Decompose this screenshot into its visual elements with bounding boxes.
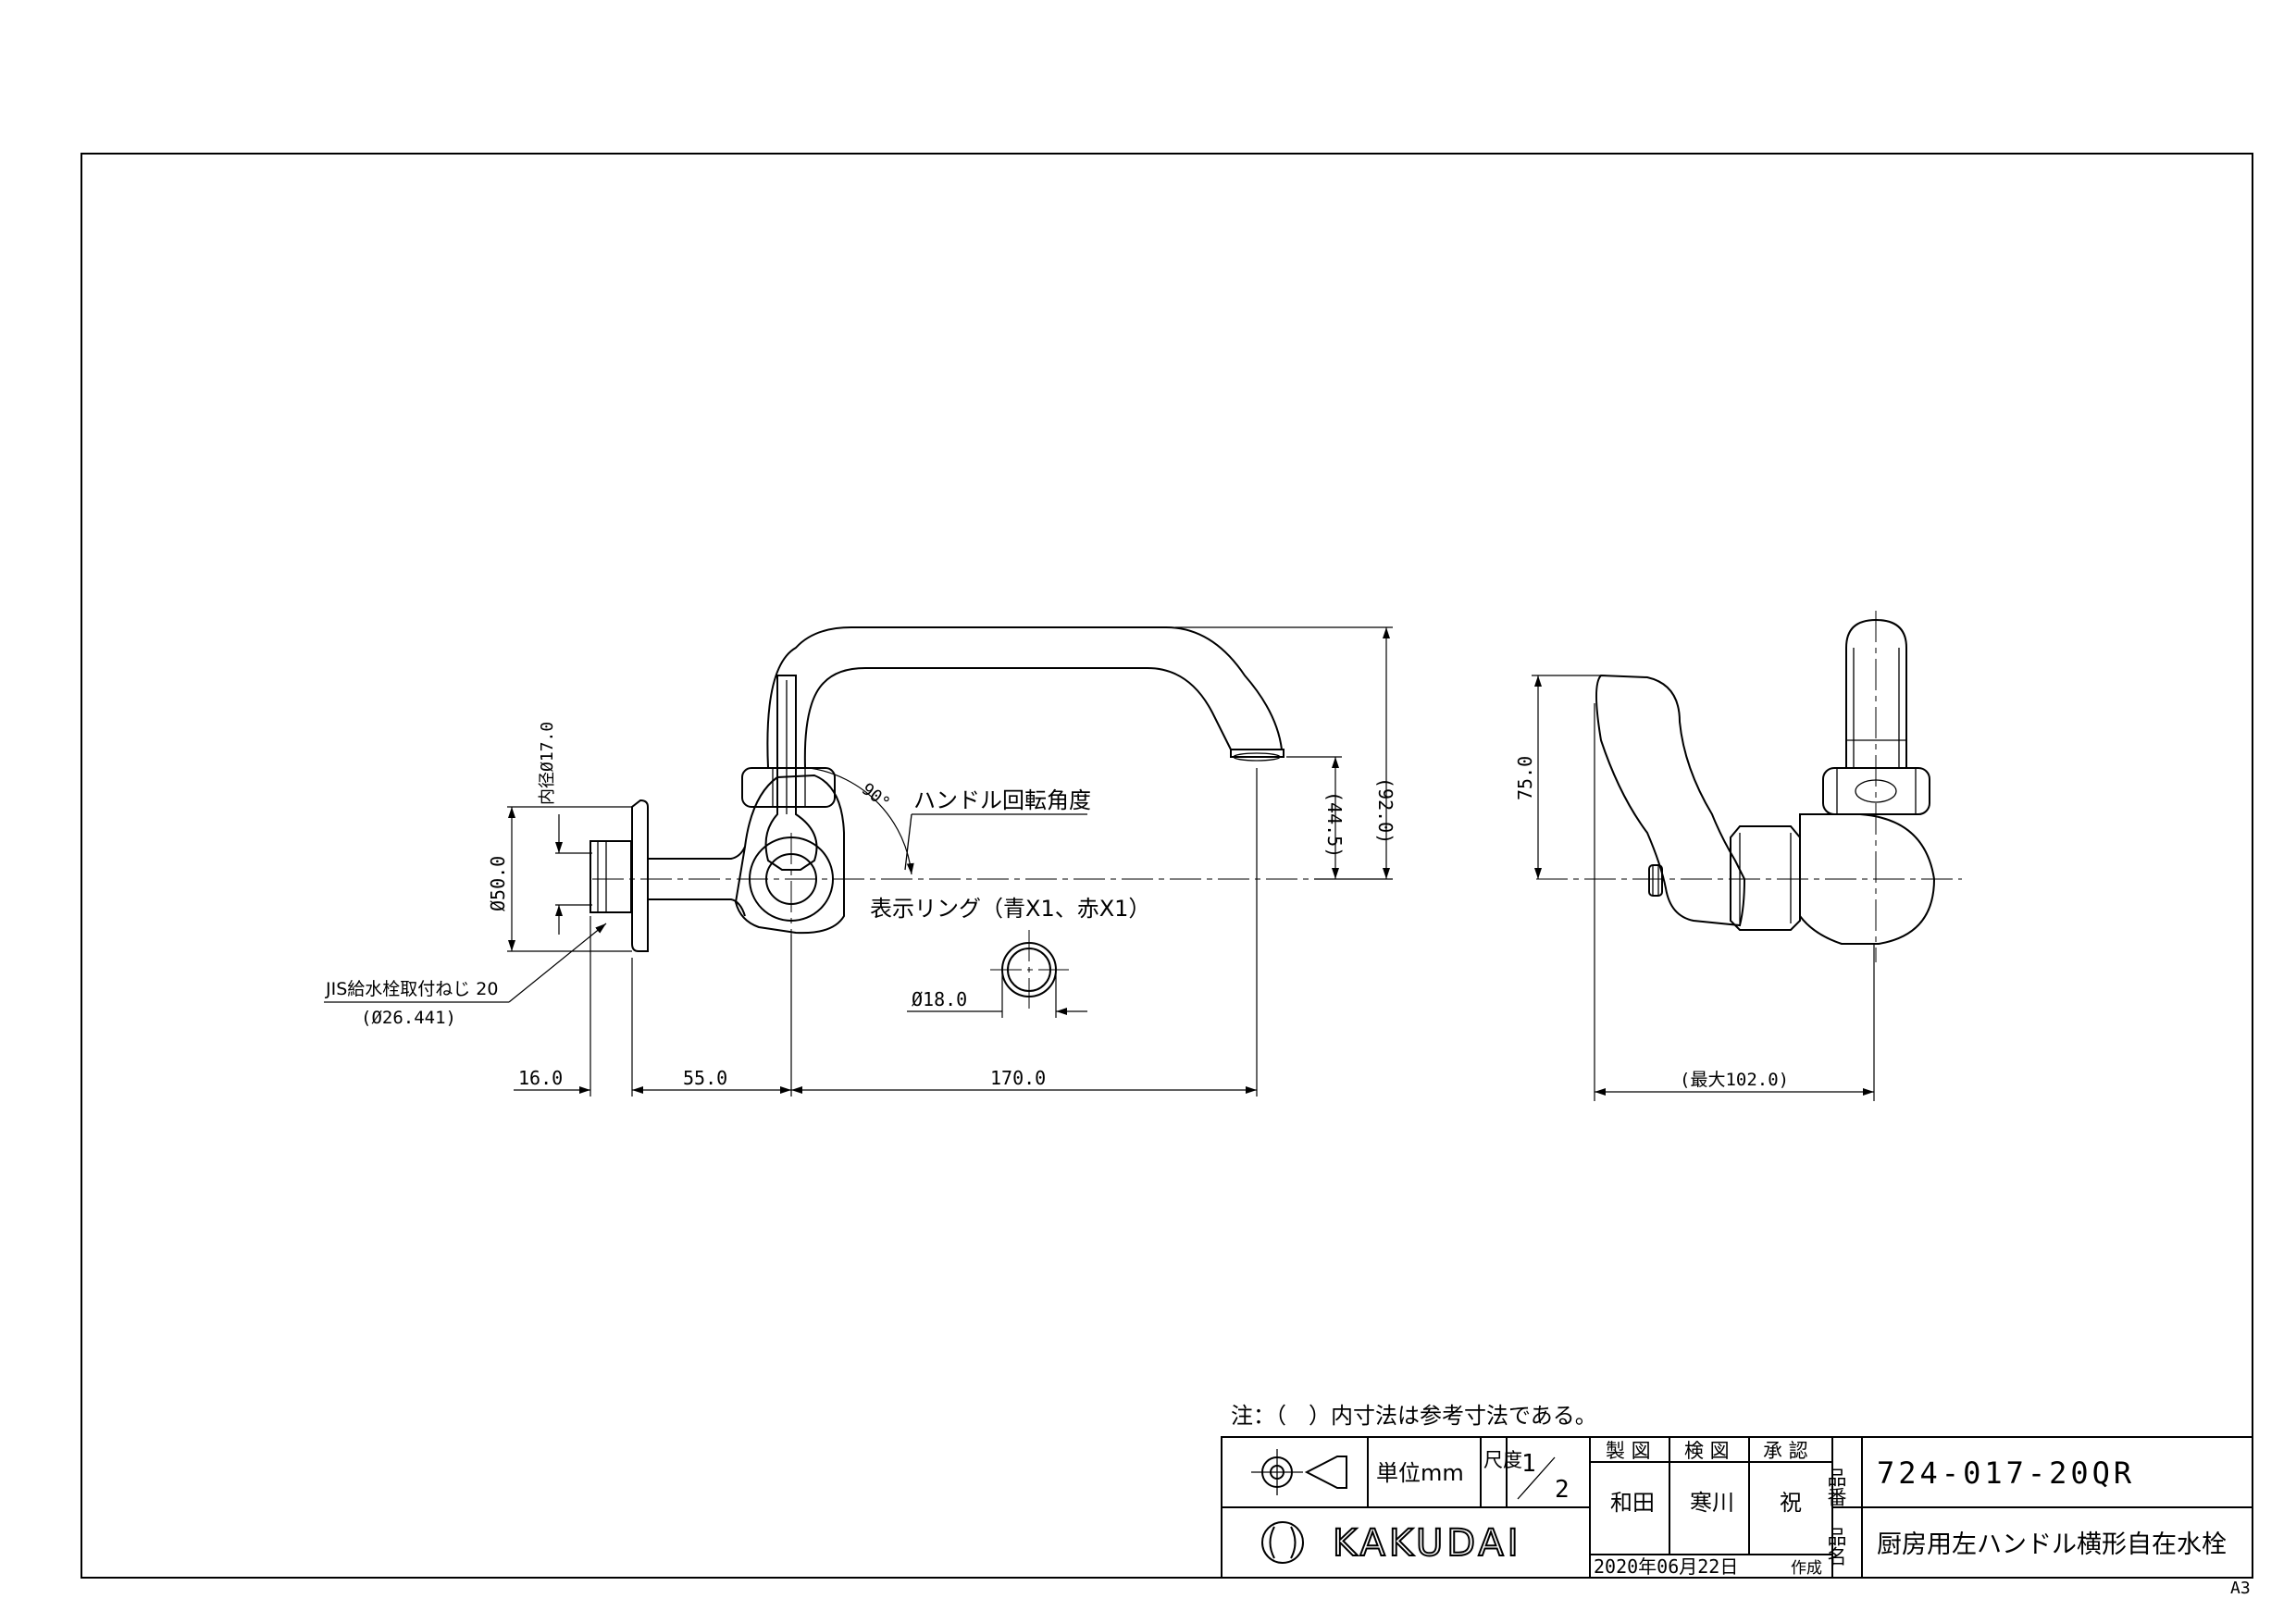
approved-header: 承 認 bbox=[1763, 1440, 1808, 1462]
scale-label: 尺度 bbox=[1483, 1449, 1522, 1471]
approved-by: 祝 bbox=[1780, 1490, 1802, 1516]
angle-label: 90° bbox=[858, 779, 894, 813]
side-view-dimensions: 75.0 (最大102.0) bbox=[1514, 675, 1875, 1101]
dim-16: 16.0 bbox=[518, 1067, 563, 1089]
front-view-dimensions: 16.0 55.0 170.0 (92.0) (44.5) Ø50.0 内径Ø1… bbox=[324, 626, 1396, 1096]
ring-label: 表示リング（青X1、赤X1） bbox=[870, 896, 1150, 922]
drawn-header: 製 図 bbox=[1606, 1440, 1651, 1462]
dim-170: 170.0 bbox=[990, 1067, 1046, 1089]
part-no-label: 品番 bbox=[1825, 1468, 1847, 1506]
dim-55: 55.0 bbox=[683, 1067, 727, 1089]
title-block: 注：（ ）内寸法は参考寸法である。 単位mm 尺度 1 2 製 図 検 図 承 … bbox=[1221, 1403, 2253, 1579]
drawing-frame bbox=[81, 153, 2253, 1579]
dim-92: (92.0) bbox=[1374, 777, 1396, 844]
note-text: 注：（ ）内寸法は参考寸法である。 bbox=[1231, 1403, 1597, 1429]
drawn-by: 和田 bbox=[1610, 1490, 1655, 1516]
projection-symbol-icon bbox=[1251, 1449, 1347, 1495]
checked-header: 検 図 bbox=[1684, 1440, 1730, 1462]
handle-angle-label: ハンドル回転角度 bbox=[913, 787, 1091, 813]
side-view bbox=[1536, 611, 1962, 962]
dim-inner: 内径Ø17.0 bbox=[538, 722, 557, 805]
checked-by: 寒川 bbox=[1690, 1490, 1734, 1516]
dim-102: (最大102.0) bbox=[1680, 1070, 1789, 1090]
product-name: 厨房用左ハンドル横形自在水栓 bbox=[1877, 1530, 2227, 1559]
date: 2020年06月22日 bbox=[1594, 1555, 1738, 1578]
dim-44: (44.5) bbox=[1323, 791, 1346, 858]
ring-dia-label: Ø18.0 bbox=[912, 988, 967, 1010]
name-label: 品名 bbox=[1825, 1527, 1847, 1566]
jis-sub-label: (Ø26.441) bbox=[361, 1008, 456, 1028]
dim-50: Ø50.0 bbox=[487, 856, 509, 911]
scale-num: 1 bbox=[1521, 1450, 1536, 1478]
created-label: 作成 bbox=[1791, 1559, 1822, 1578]
svg-text:KAKUDAI: KAKUDAI bbox=[1333, 1522, 1522, 1565]
sheet-size: A3 bbox=[2230, 1579, 2251, 1598]
dim-75: 75.0 bbox=[1514, 756, 1536, 800]
jis-label: JIS給水栓取付ねじ 20 bbox=[325, 979, 498, 999]
kakudai-logo: KAKUDAI bbox=[1261, 1521, 1522, 1566]
part-number: 724-017-20QR bbox=[1877, 1456, 2135, 1491]
indicator-ring-detail: Ø18.0 表示リング（青X1、赤X1） bbox=[870, 896, 1150, 1018]
scale-den: 2 bbox=[1555, 1476, 1570, 1504]
unit-label: 単位mm bbox=[1376, 1460, 1464, 1486]
